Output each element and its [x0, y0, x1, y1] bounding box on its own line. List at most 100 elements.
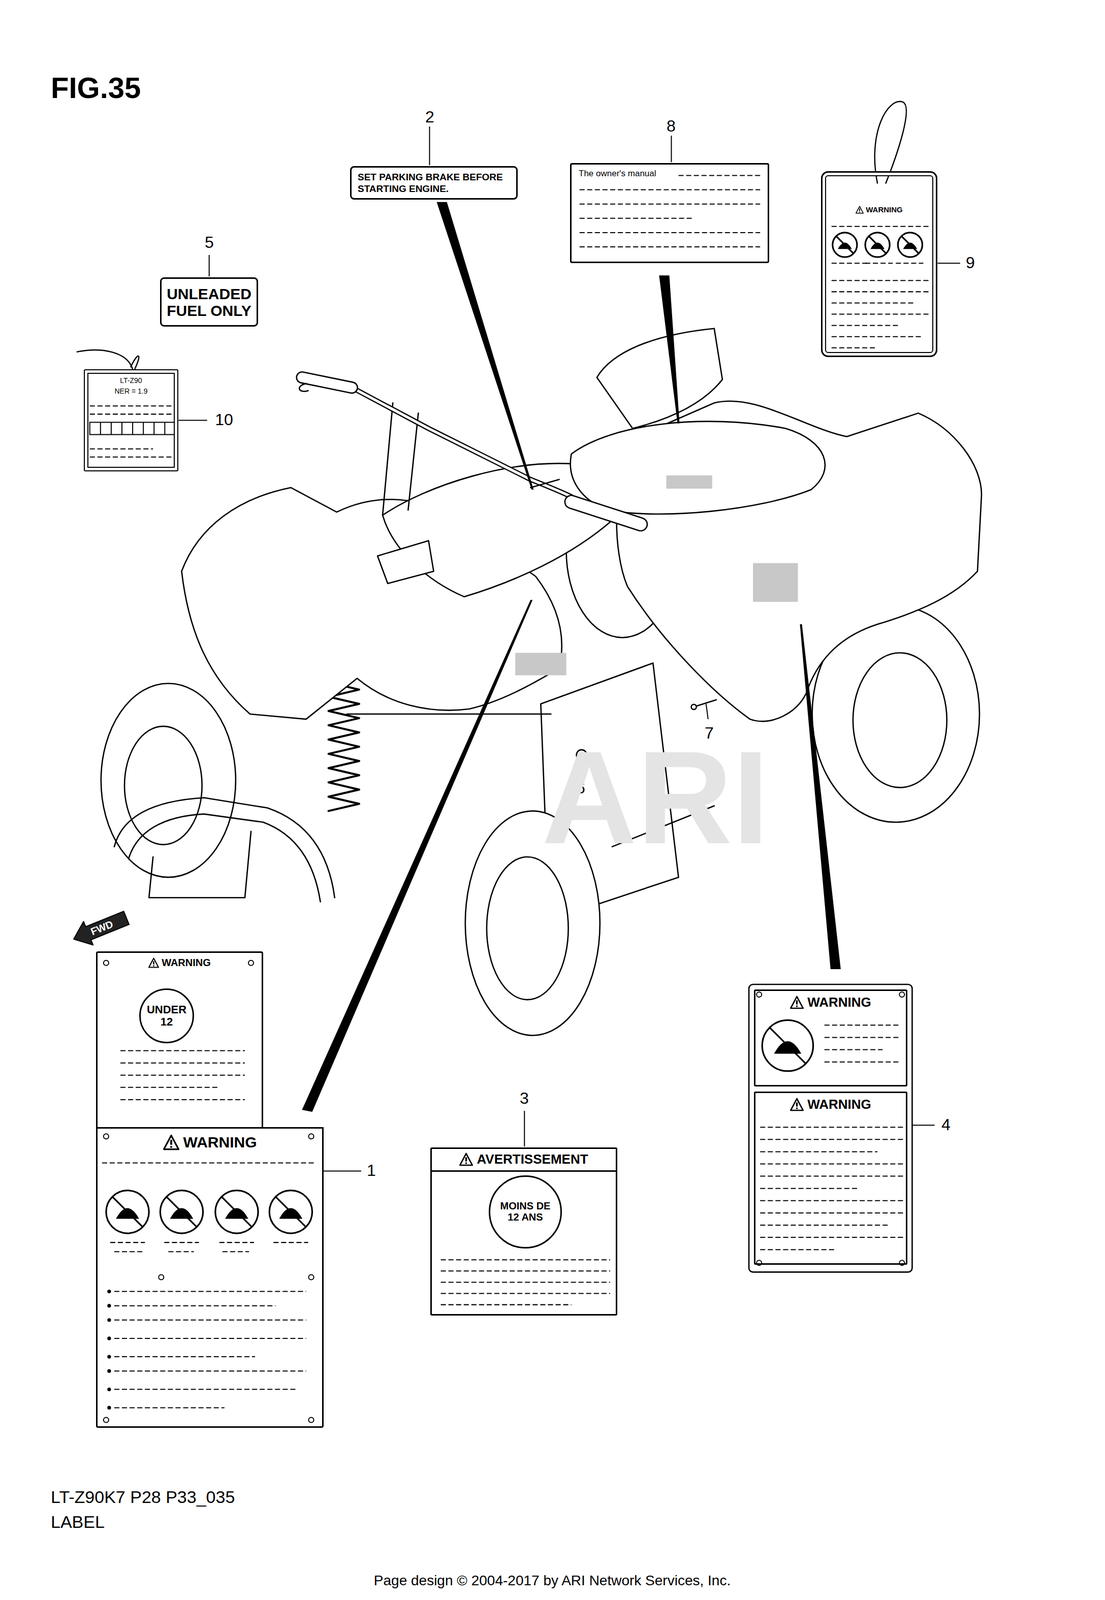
placeholder-print-line: [114, 1370, 307, 1372]
moins-de-12-circle: MOINS DE 12 ANS: [488, 1175, 562, 1249]
rivet-head: [691, 704, 697, 710]
prohibition-slash: [769, 1027, 806, 1064]
placeholder-print-line: [760, 1176, 903, 1178]
warning-triangle: [459, 1152, 473, 1167]
label-text: UNLEADED FUEL ONLY: [165, 285, 253, 320]
placeholder-print-line: [831, 347, 878, 349]
bullet-dot: [107, 1290, 111, 1293]
placeholder-print-line: [760, 1212, 903, 1214]
placeholder-print-line: [120, 1099, 245, 1101]
placeholder-print-line: [219, 1242, 255, 1244]
right-grip-fill: [571, 501, 642, 525]
placeholder-print-line: [760, 1224, 888, 1226]
exclamation-mark: [465, 1157, 467, 1162]
warning-label-top: WARNING: [753, 989, 908, 1087]
leader-line: [178, 126, 960, 1172]
placeholder-print-line: [831, 336, 924, 338]
warning-heading: WARNING: [807, 1097, 872, 1113]
exclamation-dot: [465, 1162, 468, 1165]
figure-subtitle: LABEL: [50, 1512, 105, 1532]
data-grid-line: [153, 422, 155, 435]
leader-wedge: [800, 624, 841, 970]
exclamation-dot: [796, 1005, 799, 1008]
triangle-outline: [791, 996, 804, 1009]
handlebar-outline: [352, 387, 572, 497]
exclamation-dot: [859, 211, 861, 213]
warning-triangle: [790, 995, 804, 1010]
triangle-outline: [148, 958, 159, 968]
prohibition-slash: [275, 1196, 306, 1227]
prohibition-slash: [112, 1196, 143, 1227]
warning-header: WARNING: [102, 1133, 318, 1152]
fender-label-patch: [752, 563, 798, 603]
label-text: The owner's manual: [578, 168, 761, 179]
placeholder-print-line: [440, 1270, 611, 1272]
label-text: LT-Z90: [89, 376, 173, 386]
placeholder-print-line: [222, 1251, 249, 1253]
bullet-dot: [107, 1355, 111, 1359]
placeholder-print-line: [114, 1291, 307, 1293]
data-grid-line: [164, 422, 166, 435]
mounting-hole: [308, 1274, 314, 1280]
headlight-panel: [377, 540, 434, 584]
leader-wedge: [301, 600, 533, 1113]
prohibition-circle: [160, 1190, 203, 1234]
callout-number: 3: [519, 1089, 529, 1108]
warning-header: WARNING: [102, 957, 257, 969]
placeholder-print-line: [114, 1251, 143, 1253]
warning-triangle: [163, 1134, 180, 1151]
triangle-outline: [460, 1153, 473, 1166]
triangle-outline: [791, 1098, 804, 1111]
seat-label-patch: [666, 475, 712, 489]
pictogram-figure: [774, 1042, 801, 1054]
placeholder-print-line: [273, 1242, 308, 1244]
placeholder-print-line: [114, 1319, 307, 1321]
prohibition-slash: [901, 236, 920, 254]
placeholder-print-line: [110, 1242, 145, 1244]
label-text: NER = 1.9: [89, 387, 173, 396]
bullet-dot: [107, 1318, 111, 1322]
mounting-hole: [899, 992, 905, 998]
french-warning-label: AVERTISSEMENT MOINS DE 12 ANS: [430, 1147, 618, 1316]
warning-header: WARNING: [760, 1097, 901, 1113]
callout-number: 10: [214, 411, 234, 429]
warning-header: WARNING: [760, 995, 901, 1011]
placeholder-print-line: [89, 405, 176, 407]
callout-number: 8: [666, 117, 676, 136]
warning-triangle: [790, 1097, 804, 1112]
exclamation-mark: [796, 1102, 798, 1108]
placeholder-print-line: [89, 413, 176, 415]
warning-hang-tag: WARNING: [821, 171, 938, 358]
placeholder-print-line: [114, 1338, 307, 1340]
warning-label-bottom: WARNING: [753, 1091, 908, 1266]
placeholder-print-line: [440, 1304, 572, 1306]
prohibition-circle: [762, 1020, 813, 1071]
mounting-hole: [308, 1417, 314, 1424]
placeholder-print-line: [824, 1036, 901, 1038]
copyright-footer: Page design © 2004-2017 by ARI Network S…: [373, 1573, 731, 1590]
atv-drawing: [101, 328, 982, 1036]
placeholder-print-line: [760, 1163, 903, 1165]
placeholder-print-line: [831, 279, 929, 281]
front-label-patch: [515, 652, 566, 676]
exclamation-mark: [796, 1000, 798, 1005]
parking-brake-label: SET PARKING BRAKE BEFORE STARTING ENGINE…: [350, 166, 518, 200]
exclamation-dot: [152, 965, 155, 967]
leader-wedge: [436, 202, 534, 490]
brake-lever: [299, 383, 559, 488]
placeholder-print-line: [440, 1293, 611, 1295]
placeholder-print-line: [824, 1024, 901, 1026]
warning-header: AVERTISSEMENT: [431, 1149, 616, 1173]
bullet-dot: [107, 1388, 111, 1392]
placeholder-print-line: [120, 1062, 245, 1064]
data-grid-line: [110, 422, 112, 435]
handlebar-fill: [352, 387, 572, 497]
owners-manual-label: The owner's manual: [570, 163, 770, 264]
warning-heading: WARNING: [865, 205, 903, 214]
placeholder-print-line: [895, 262, 924, 264]
arrow-text: FWD: [68, 905, 132, 953]
mounting-hole: [308, 1133, 314, 1140]
warning-triangle: [148, 957, 160, 969]
warning-heading: AVERTISSEMENT: [476, 1152, 588, 1168]
figure-caption: LT-Z90K7 P28 P33_035: [50, 1487, 235, 1508]
